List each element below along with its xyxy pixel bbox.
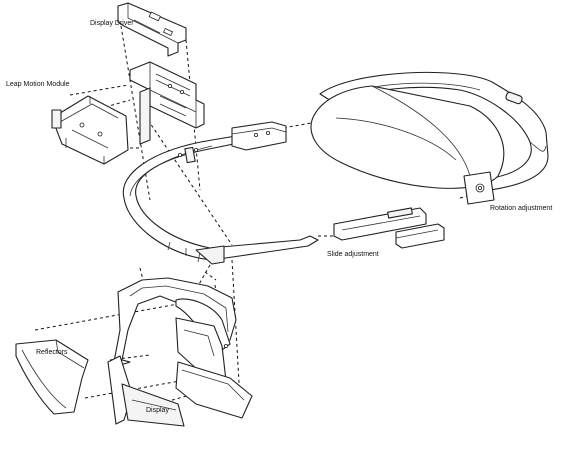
label-reflectors: Reflectors: [36, 349, 68, 356]
display-driver-board: [117, 2, 187, 57]
rotation-knob: [463, 171, 495, 205]
slider-bracket: [231, 121, 287, 151]
display-panel: [107, 355, 253, 427]
driver-housing: [129, 61, 205, 145]
label-rotation-adjustment: Rotation adjustment: [490, 205, 552, 212]
label-leap-motion-module: Leap Motion Module: [6, 81, 70, 88]
headband-frame: [122, 129, 319, 265]
leap-motion-module: [51, 95, 129, 165]
label-slide-adjustment: Slide adjustment: [327, 251, 379, 258]
label-display-driver: Display Driver: [90, 20, 134, 27]
head-strap: [310, 71, 549, 191]
reflectors: [15, 339, 89, 415]
label-display: Display: [146, 407, 169, 414]
slide-adjustment-parts: [333, 207, 445, 249]
